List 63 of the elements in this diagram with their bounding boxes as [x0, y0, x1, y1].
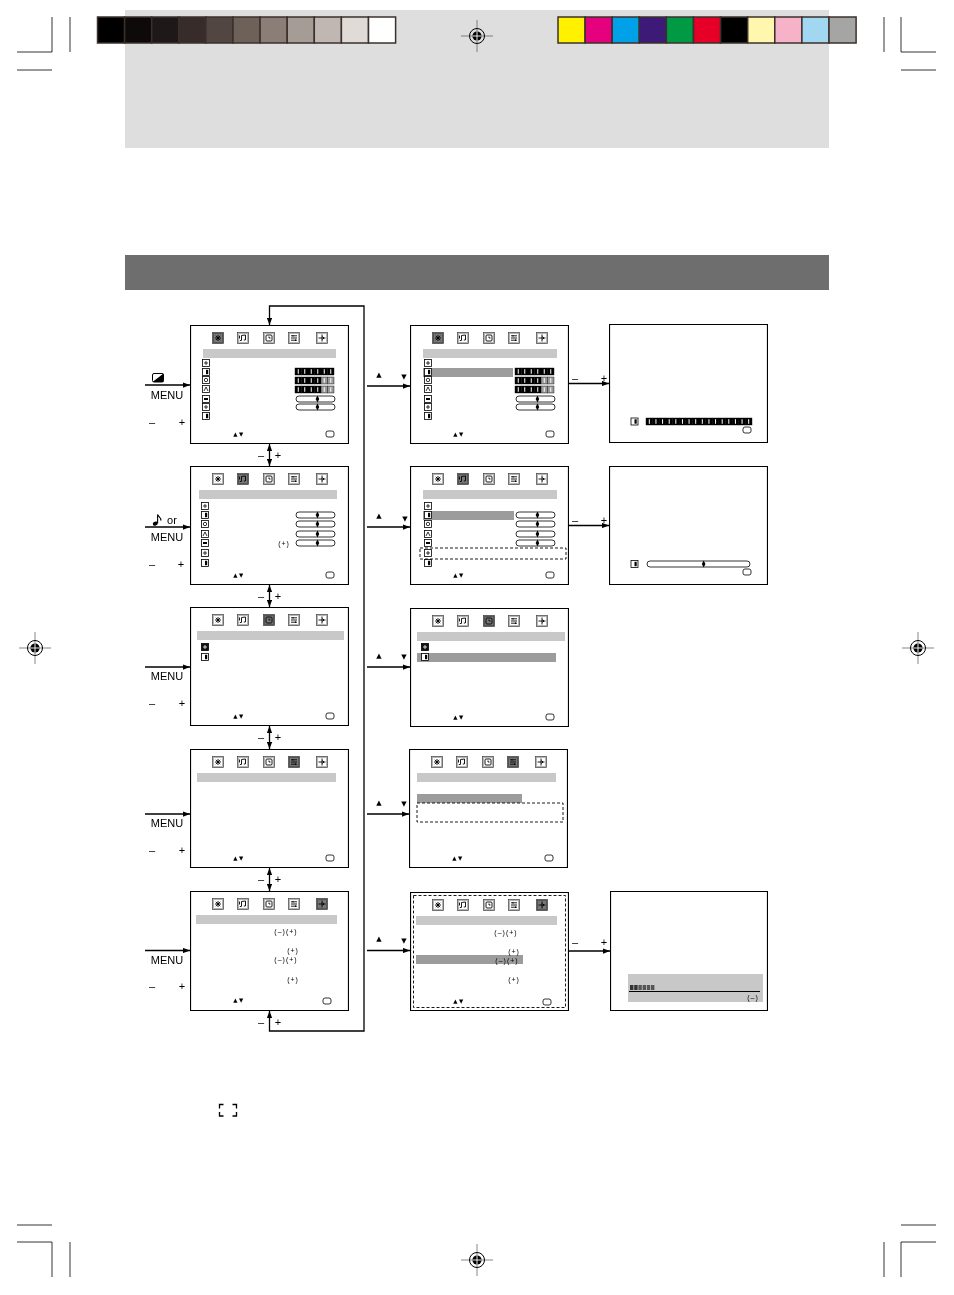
key-symbol: + — [178, 980, 186, 992]
key-symbol: – — [257, 873, 265, 885]
key-symbol: + — [178, 697, 186, 709]
key-symbol: + — [600, 936, 608, 948]
menu-screen — [410, 608, 569, 727]
arrow — [366, 947, 411, 954]
arrow — [568, 380, 610, 387]
key-symbol: – — [148, 697, 156, 709]
menu-screen — [190, 466, 349, 585]
edge-label: MENU — [150, 531, 184, 543]
edge-label: MENU — [150, 389, 184, 401]
arrow — [366, 664, 411, 670]
menu-screen — [410, 466, 569, 585]
key-symbol: – — [148, 558, 156, 570]
double-arrow — [266, 584, 273, 608]
key-symbol: – — [571, 514, 579, 526]
input-arrow — [144, 524, 191, 530]
arrow — [568, 522, 610, 529]
input-arrow — [144, 811, 191, 817]
section-title-band — [125, 255, 829, 290]
key-symbol: – — [148, 844, 156, 856]
double-arrow — [266, 867, 273, 892]
arrow — [366, 383, 411, 389]
key-symbol: – — [571, 936, 579, 948]
key-symbol: – — [571, 372, 579, 384]
key-symbol: – — [257, 731, 265, 743]
arrow — [366, 524, 411, 530]
key-symbol: – — [148, 416, 156, 428]
key-symbol: – — [257, 449, 265, 461]
double-arrow — [266, 725, 273, 750]
key-symbol: + — [274, 1016, 282, 1028]
loop-arrow — [266, 305, 365, 1032]
adjustment-screen — [609, 466, 768, 585]
input-arrow — [144, 664, 191, 670]
adjustment-screen — [610, 891, 768, 1011]
edge-label: MENU — [150, 817, 184, 829]
edge-label: MENU — [150, 954, 184, 966]
input-arrow — [144, 947, 191, 954]
menu-screen — [190, 749, 349, 868]
double-arrow — [266, 443, 273, 467]
key-symbol: + — [177, 558, 185, 570]
key-symbol: + — [274, 449, 282, 461]
key-symbol: + — [178, 844, 186, 856]
menu-screen — [190, 607, 349, 726]
caption-text: or — [167, 514, 177, 526]
key-symbol: + — [178, 416, 186, 428]
key-symbol: + — [274, 731, 282, 743]
key-symbol: + — [600, 372, 608, 384]
key-symbol: + — [274, 590, 282, 602]
menu-screen — [190, 325, 349, 444]
menu-screen — [190, 891, 349, 1011]
key-symbol: + — [274, 873, 282, 885]
edge-label: MENU — [150, 670, 184, 682]
key-symbol: – — [257, 1016, 265, 1028]
arrow — [366, 811, 410, 817]
key-symbol: – — [148, 980, 156, 992]
menu-screen — [409, 749, 568, 868]
menu-screen — [410, 325, 569, 444]
key-symbol: + — [600, 514, 608, 526]
input-arrow — [144, 382, 191, 388]
arrow — [568, 948, 611, 954]
key-symbol: – — [257, 590, 265, 602]
adjustment-screen — [609, 324, 768, 443]
